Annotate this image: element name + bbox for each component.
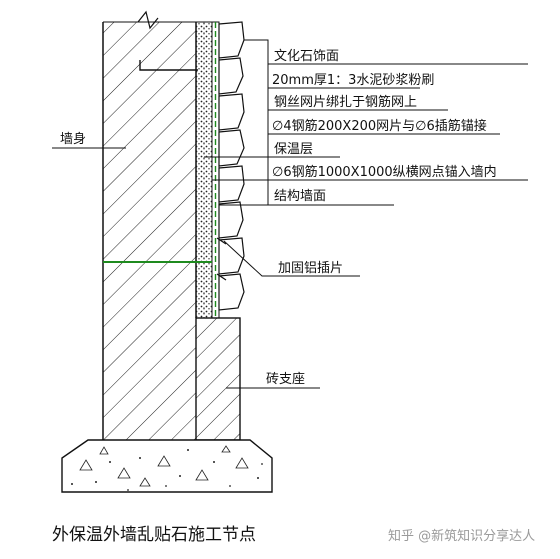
- mortar-layer: [211, 21, 220, 319]
- label-rebar-anchor: ∅6钢筋1000X1000纵横网点锚入墙内: [272, 164, 497, 180]
- leader-aluminum-insert: [223, 240, 360, 277]
- label-brick-support: 砖支座: [266, 372, 305, 387]
- insulation-layer: [195, 21, 213, 319]
- wall-body: [102, 21, 197, 440]
- watermark: 知乎 @新筑知识分享达人: [388, 528, 535, 544]
- label-wall-body: 墙身: [60, 131, 86, 147]
- label-rebar-mesh: ∅4钢筋200X200网片与∅6插筋锚接: [272, 118, 487, 134]
- diagram-caption: 外保温外墙乱贴石施工节点: [52, 525, 256, 545]
- break-line-symbol: [137, 10, 159, 30]
- label-aluminum-insert: 加固铝插片: [278, 261, 343, 276]
- label-culture-stone: 文化石饰面: [274, 49, 339, 64]
- aluminum-insert-marks: [216, 237, 227, 281]
- label-structural-wall: 结构墙面: [274, 189, 326, 204]
- label-mortar: 20mm厚1：3水泥砂浆粉刷: [272, 73, 434, 88]
- anchor-hook: [139, 60, 198, 71]
- brick-support: [195, 317, 241, 441]
- leader-lines-right: [204, 39, 528, 206]
- culture-stone-pieces: [218, 21, 245, 311]
- foundation-footing: [61, 439, 273, 493]
- label-insulation: 保温层: [274, 142, 313, 157]
- label-wire-mesh: 钢丝网片绑扎于钢筋网上: [274, 94, 417, 110]
